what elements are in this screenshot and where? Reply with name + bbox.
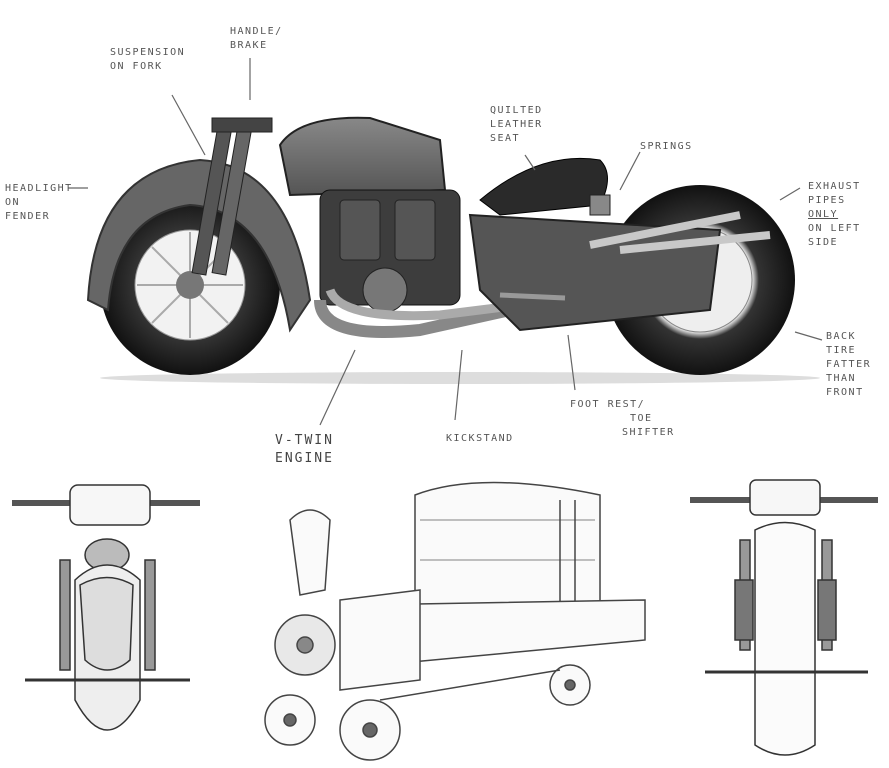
motorcycle-front-view bbox=[12, 484, 200, 731]
steam-truck-sketch bbox=[264, 481, 646, 761]
motorcycle-rear-view bbox=[690, 479, 878, 756]
springs-note: SPRINGS bbox=[640, 141, 693, 152]
handle-brake-note: HANDLE/BRAKE bbox=[230, 26, 283, 51]
kickstand-note: KICKSTAND bbox=[446, 433, 514, 444]
